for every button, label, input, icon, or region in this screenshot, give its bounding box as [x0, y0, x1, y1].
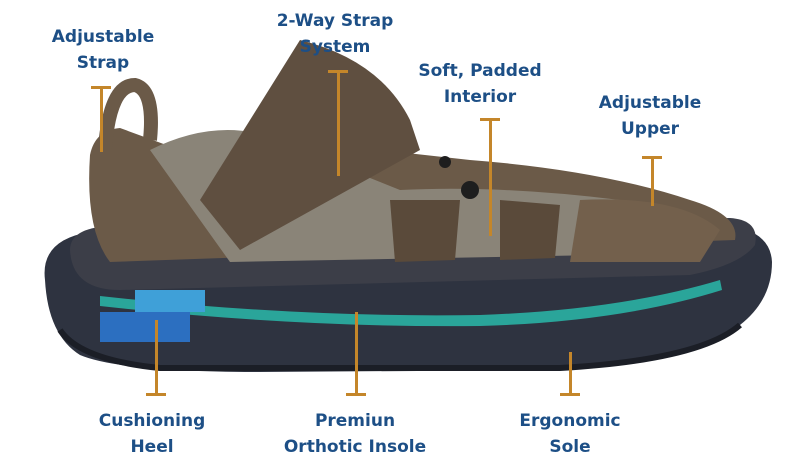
label-line: Soft, Padded [418, 61, 542, 81]
callout-line [489, 118, 492, 236]
callout-line [337, 70, 340, 176]
label-line: Strap [76, 53, 130, 73]
toggle [461, 181, 479, 199]
outsole-tread [57, 322, 742, 371]
label-line: Orthotic Insole [283, 437, 427, 457]
label-line: Heel [130, 437, 174, 457]
callout-cap [146, 393, 166, 396]
callout-line [651, 156, 654, 206]
label-line: Adjustable [598, 93, 702, 113]
heel-gel [135, 290, 205, 312]
heel-loop [98, 77, 158, 149]
insole-stripe [100, 280, 722, 327]
callout-line [355, 312, 358, 395]
label-line: Premiun [314, 411, 396, 431]
callout-line [569, 352, 572, 395]
label-line: System [299, 37, 371, 57]
heel-gel-lower [100, 312, 190, 342]
strap-main [200, 40, 420, 250]
strap-front-2 [500, 200, 560, 260]
label-line: Upper [620, 119, 680, 139]
label-line: Cushioning [98, 411, 206, 431]
label-line: Ergonomic [519, 411, 621, 431]
toggle-2 [439, 156, 451, 168]
label-line: Sole [549, 437, 591, 457]
toe-overlay [570, 199, 720, 262]
callout-line [155, 320, 158, 395]
callout-line [100, 86, 103, 152]
callout-cap [560, 393, 580, 396]
label-line: Adjustable [51, 27, 155, 47]
strap-front [390, 200, 460, 262]
label-line: Interior [443, 87, 517, 107]
label-line: 2-Way Strap [276, 11, 394, 31]
callout-cap [346, 393, 366, 396]
